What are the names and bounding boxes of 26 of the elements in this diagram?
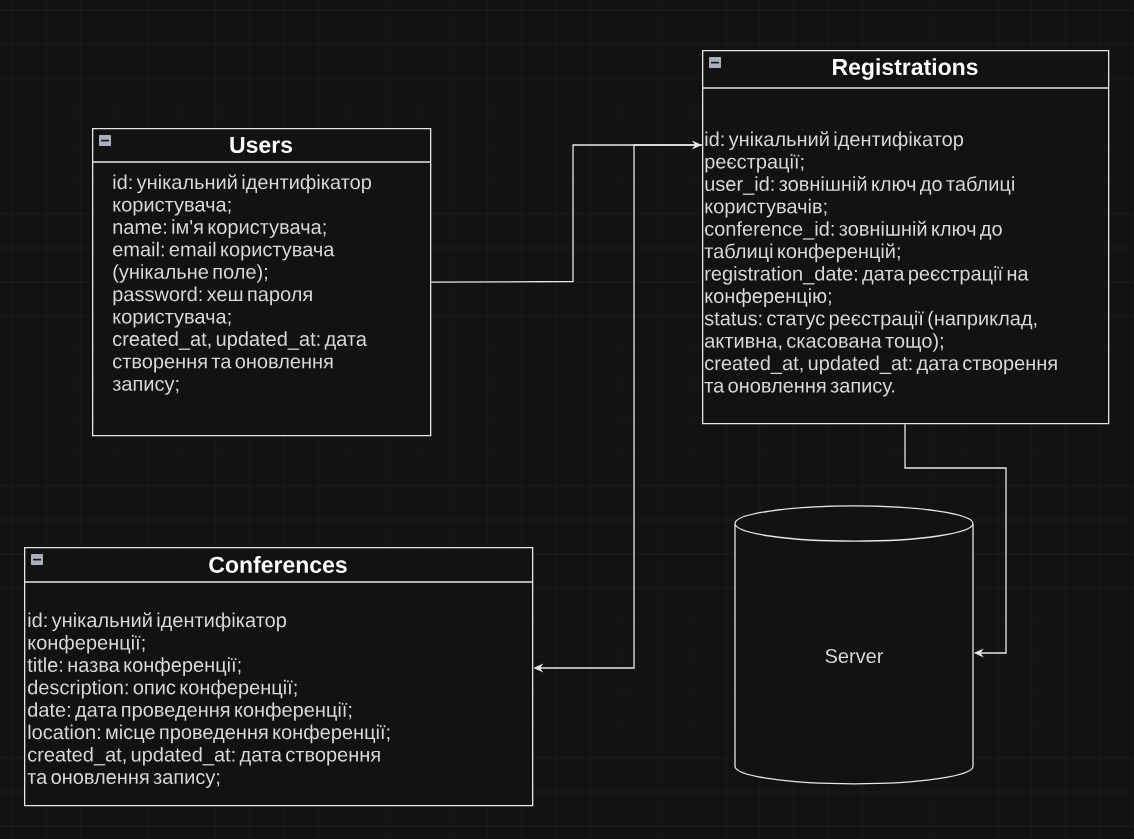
arrow bbox=[430, 140, 702, 283]
field-text: id: унікальний ідентифікатор користувача; bbox=[113, 174, 371, 216]
table-box bbox=[23, 547, 534, 807]
table-title: Users bbox=[230, 137, 292, 153]
field-text: title: назва конференції; bbox=[27, 657, 241, 676]
table-box bbox=[701, 50, 1110, 425]
field-text: description: опис конференції; bbox=[28, 679, 297, 699]
field-text: location: місце проведення конференції; bbox=[28, 724, 390, 744]
field-text: user_id: зовнішній ключ до таблиці користувачів; bbox=[705, 176, 1014, 218]
field-text: created_at, updated_at: дата створення та оновлення запису; bbox=[27, 746, 380, 788]
field-text: id: унікальний ідентифікатор конференції; bbox=[28, 612, 286, 654]
table-title: Conferences bbox=[209, 556, 347, 573]
field-text: id: унікальний ідентифікатор реєстрації; bbox=[705, 131, 963, 173]
field-text: password: хеш пароля користувача; bbox=[113, 286, 312, 328]
field-text: status: статус реєстрації (наприклад, активна, скасована тощо); bbox=[704, 310, 1037, 352]
field-text: email: email користувача (унікальне поле); bbox=[113, 241, 335, 283]
field-text: name: ім'я користувача; bbox=[113, 219, 326, 238]
field-text: registration_date: дата реєстрації на конференцію; bbox=[705, 265, 1029, 307]
table-title: Registrations bbox=[833, 58, 978, 80]
arrow bbox=[904, 423, 1007, 658]
table-box bbox=[91, 128, 432, 437]
field-text: conference_id: зовнішній ключ до таблиці конференцій; bbox=[704, 220, 1002, 263]
field-text: date: дата проведення конференції; bbox=[28, 702, 352, 721]
field-text: created_at, updated_at: дата створення та оновлення запису. bbox=[704, 355, 1057, 397]
field-text: created_at, updated_at: дата створення та оновлення запису; bbox=[112, 331, 367, 395]
database-cylinder: Server bbox=[734, 505, 974, 785]
